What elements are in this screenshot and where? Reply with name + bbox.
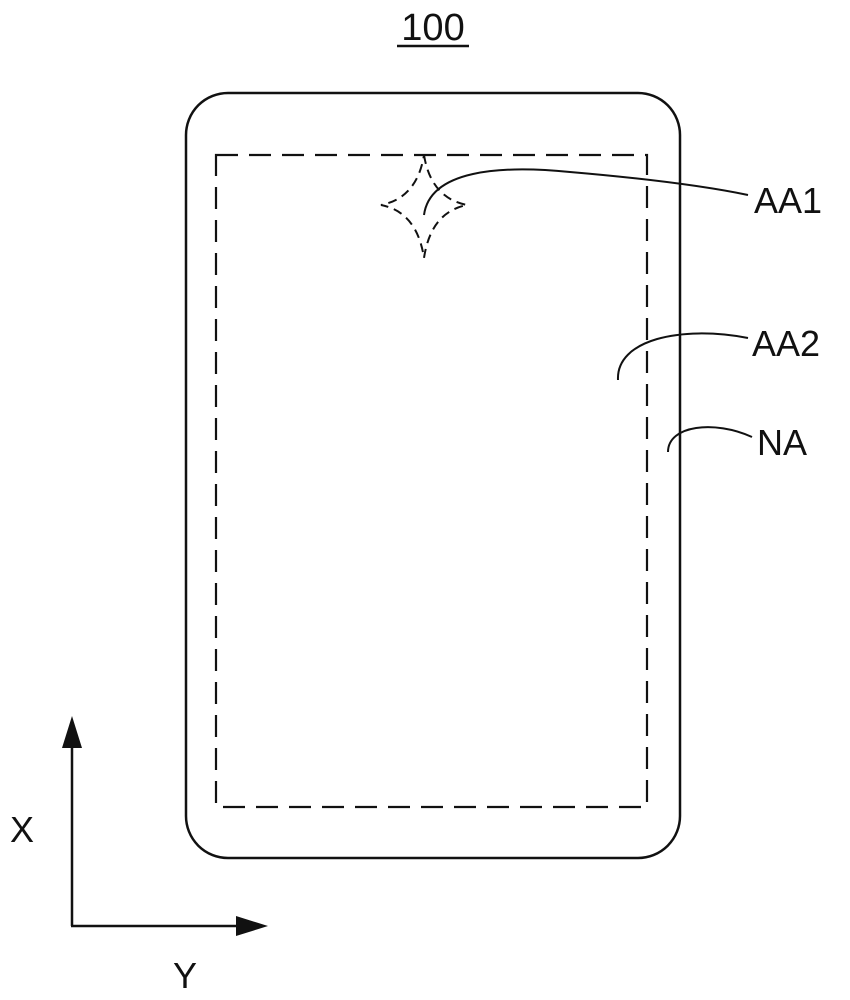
y-axis-label: Y [173, 955, 197, 996]
label-na: NA [757, 422, 807, 463]
device-outline [186, 93, 680, 858]
leader-line-aa1 [424, 169, 748, 215]
y-axis-arrowhead [236, 916, 268, 936]
label-aa2: AA2 [752, 323, 820, 364]
figure-number: 100 [401, 7, 464, 49]
display-area-boundary [216, 155, 647, 807]
first-active-area-shape [381, 155, 467, 258]
label-aa1: AA1 [754, 180, 822, 221]
x-axis-label: X [10, 809, 34, 850]
leader-line-aa2 [618, 333, 748, 380]
x-axis-arrowhead [62, 716, 82, 748]
